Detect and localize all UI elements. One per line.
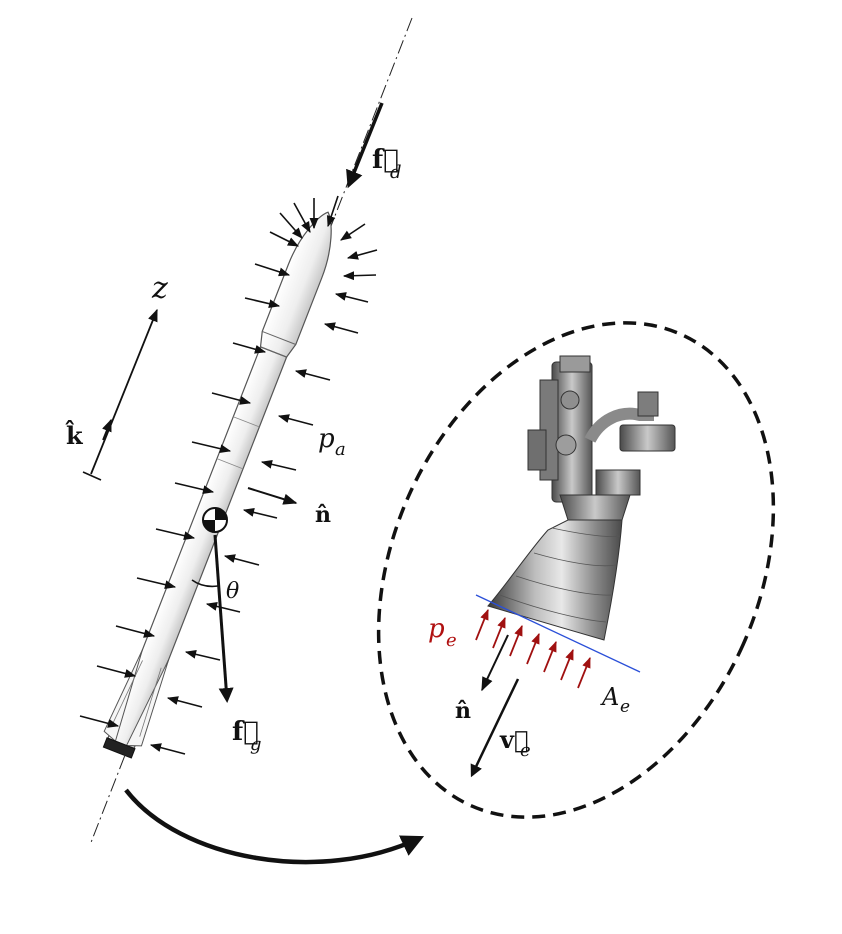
rocket-engine-illustration [487,355,676,641]
k-hat-label: k̂ [65,420,84,450]
landing-legs [103,649,170,747]
exit-plane-line [475,594,641,673]
angle-label: θ [226,579,239,604]
exit-normal-label: n̂ [455,698,471,724]
exit-pressure-arrows [475,608,591,689]
drag-force-label: f⃗ [372,145,399,175]
rocket-upper-stage [259,211,332,358]
gravity-force-arrow [213,534,234,703]
exhaust-velocity-sub: e [520,740,531,761]
rocket [102,211,332,759]
drag-force-sub: d [390,162,402,183]
rocket-normal-label: n̂ [315,502,331,528]
center-of-mass-icon [202,507,228,533]
gravity-force-sub: g [250,734,262,755]
z-axis-arrow [90,308,158,475]
gravity-force-label: f⃗ [232,717,259,747]
exit-area-sub: e [620,697,630,717]
ambient-pressure-arrows-left [79,202,311,728]
rocket-body [107,346,288,750]
exhaust-velocity-arrow [470,678,520,778]
nozzle-bell [487,519,623,641]
exit-pressure-label: p [428,614,445,644]
z-axis-label: z [151,271,168,306]
exit-normal-arrow [481,634,509,692]
rocket-normal-arrow [247,487,298,505]
zoom-transition-arrow [124,788,425,865]
control-volume-boundary [376,321,776,819]
ambient-pressure-label: p [318,424,335,454]
k-hat-arrow [102,418,112,441]
exit-pressure-sub: e [446,630,457,651]
rocket-engines [102,737,136,759]
ambient-pressure-sub: a [335,439,346,460]
exhaust-velocity-label: v⃗ [499,725,528,754]
exit-area-label: A [600,683,619,711]
ambient-pressure-arrows-right [149,195,378,755]
drag-force-arrow [346,102,384,189]
angle-arc [191,579,219,588]
